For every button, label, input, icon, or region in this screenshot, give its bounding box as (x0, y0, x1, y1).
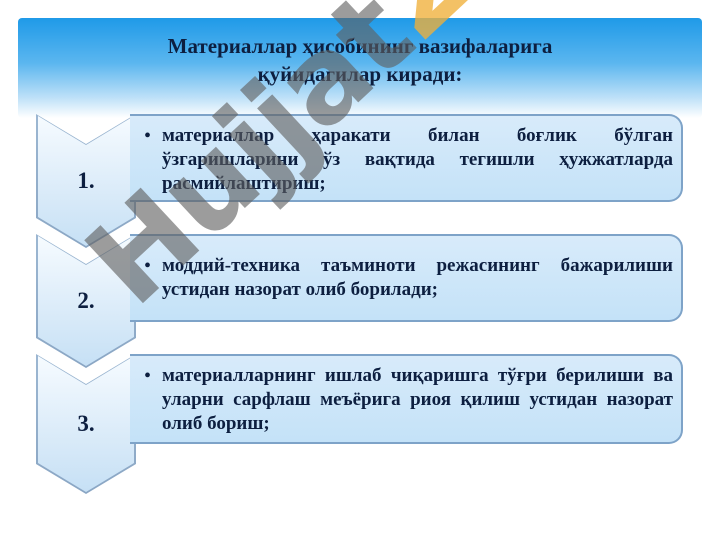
item-3-bullet: • (144, 365, 152, 387)
item-1-text: материаллар ҳаракати билан боғлик бўлган… (162, 125, 673, 194)
title-line-2: қуйидагилар киради: (257, 62, 463, 86)
item-2-bullet: • (144, 255, 152, 277)
item-3-chevron: 3. (36, 354, 136, 494)
item-1-chevron: 1. (36, 114, 136, 248)
page-title: Материаллар ҳисобининг вазифаларига қуйи… (60, 32, 660, 88)
item-3-text: материалларнинг ишлаб чиқаришга тўғри бе… (162, 365, 673, 434)
item-2-chevron: 2. (36, 234, 136, 368)
title-line-1: Материаллар ҳисобининг вазифаларига (167, 34, 553, 58)
header-banner (18, 18, 702, 118)
item-1-bullet: • (144, 125, 152, 147)
item-1-number: 1. (77, 168, 95, 193)
item-1-box: • материаллар ҳаракати билан боғлик бўлг… (130, 114, 683, 202)
item-3-number: 3. (77, 411, 95, 436)
item-2-text: моддий-техника таъминоти режасининг бажа… (162, 255, 673, 300)
item-2-number: 2. (77, 288, 95, 313)
item-2-box: • моддий-техника таъминоти режасининг ба… (130, 234, 683, 322)
item-3-box: • материалларнинг ишлаб чиқаришга тўғри … (130, 354, 683, 444)
